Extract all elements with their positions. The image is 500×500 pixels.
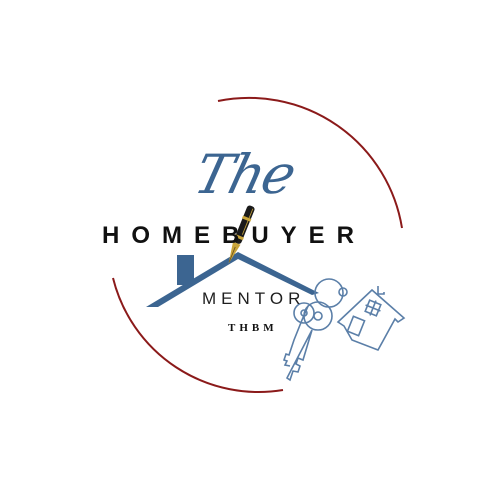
- fountain-pen-icon: [228, 205, 255, 264]
- logo-script-word: The: [188, 143, 301, 206]
- ring-arc-top: [217, 96, 403, 229]
- keys-icon: [282, 278, 344, 382]
- house-keychain-icon: [336, 286, 406, 351]
- logo-sub-word: MENTOR: [202, 289, 306, 308]
- ring-arc-bottom: [112, 277, 284, 393]
- logo-main-word: HOMEBUYER: [102, 222, 367, 249]
- roof-icon: [146, 252, 319, 307]
- logo-abbreviation: THBM: [228, 322, 278, 334]
